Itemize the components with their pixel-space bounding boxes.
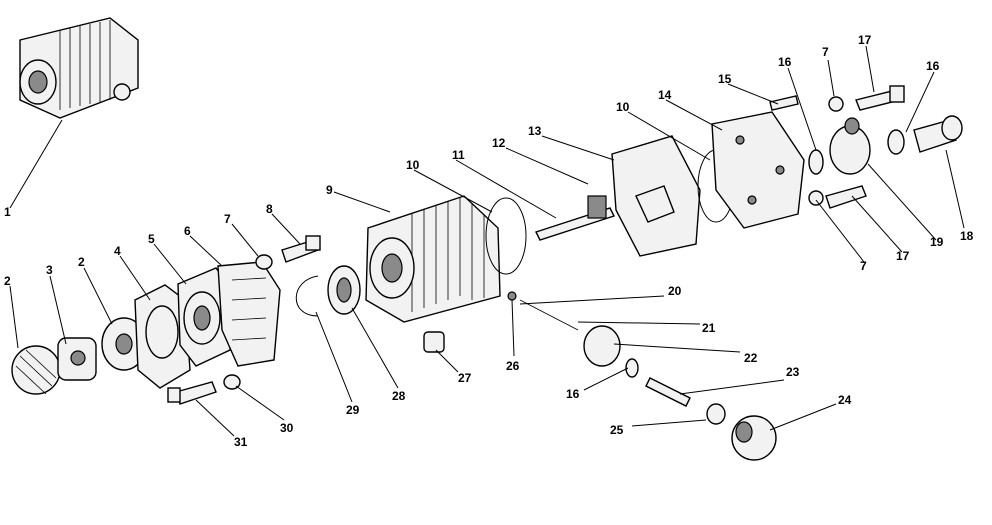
- leader-lines: [9, 45, 965, 437]
- part-banjo-bolt: [913, 115, 963, 153]
- callout-3: 3: [46, 263, 53, 277]
- part-bolt-top: [855, 85, 905, 111]
- callout-1: 1: [4, 205, 11, 219]
- callout-26: 26: [506, 359, 520, 373]
- callout-15: 15: [718, 72, 732, 86]
- part-port-plate: [611, 135, 701, 257]
- part-lock-nut: [706, 403, 726, 425]
- callout-25: 25: [610, 423, 624, 437]
- part-washer-right: [887, 129, 905, 155]
- part-rear-cover: [711, 111, 805, 229]
- callout-20: 20: [668, 284, 682, 298]
- callout-24: 24: [838, 393, 852, 407]
- part-valve-washer: [625, 358, 639, 378]
- part-flange-gasket: [134, 284, 191, 389]
- part-bolt: [281, 235, 321, 263]
- part-fitting: [829, 117, 871, 175]
- callout-2b: 2: [78, 255, 85, 269]
- callout-11: 11: [452, 148, 465, 162]
- part-nut: [255, 254, 273, 270]
- part-seal-housing: [177, 267, 233, 367]
- callout-29: 29: [346, 403, 360, 417]
- callout-7: 7: [224, 212, 231, 226]
- callout-7c: 7: [860, 259, 867, 273]
- part-valve-spring: [519, 299, 579, 331]
- callout-22: 22: [744, 351, 758, 365]
- callout-17: 17: [858, 33, 872, 47]
- callout-17b: 17: [896, 249, 910, 263]
- callout-2: 2: [4, 274, 11, 288]
- callout-10: 10: [406, 158, 420, 172]
- callout-31: 31: [234, 435, 248, 449]
- callout-7b: 7: [822, 45, 829, 59]
- part-bolt-lower: [825, 185, 867, 209]
- callout-27: 27: [458, 371, 472, 385]
- callout-16c: 16: [566, 387, 580, 401]
- callout-28: 28: [392, 389, 406, 403]
- part-o-ring: [485, 197, 527, 275]
- callout-6: 6: [184, 224, 191, 238]
- callout-19: 19: [930, 235, 944, 249]
- part-coupling: [57, 337, 97, 381]
- part-cap-nut: [731, 415, 777, 461]
- part-end-cap-2: [101, 317, 147, 371]
- callout-10b: 10: [616, 100, 630, 114]
- callout-4: 4: [114, 244, 121, 258]
- part-adjust-screw: [645, 377, 691, 407]
- part-washer: [808, 149, 824, 175]
- part-nut-30: [223, 374, 241, 390]
- callout-9: 9: [326, 183, 333, 197]
- callout-8: 8: [266, 202, 273, 216]
- callout-18: 18: [960, 229, 974, 243]
- callout-16b: 16: [926, 59, 940, 73]
- part-bearing: [327, 265, 361, 315]
- part-main-housing: [365, 195, 501, 323]
- callout-30: 30: [280, 421, 294, 435]
- callout-13: 13: [528, 124, 542, 138]
- callout-14: 14: [658, 88, 672, 102]
- callout-5: 5: [148, 232, 155, 246]
- callout-23: 23: [786, 365, 800, 379]
- part-snap-ring: [295, 275, 319, 317]
- callout-21: 21: [702, 321, 716, 335]
- part-valve-body: [583, 325, 621, 367]
- part-valve-ball: [507, 291, 517, 301]
- callout-16: 16: [778, 55, 792, 69]
- part-end-cap: [11, 345, 61, 395]
- part-nut-lower: [808, 190, 824, 206]
- part-assembled-pump: [19, 17, 139, 119]
- part-stud: [769, 95, 799, 111]
- part-nut-top: [828, 96, 844, 112]
- part-gear-shaft: [535, 195, 615, 241]
- callout-12: 12: [492, 136, 506, 150]
- part-bolt-31: [167, 381, 217, 405]
- part-plug: [423, 331, 445, 353]
